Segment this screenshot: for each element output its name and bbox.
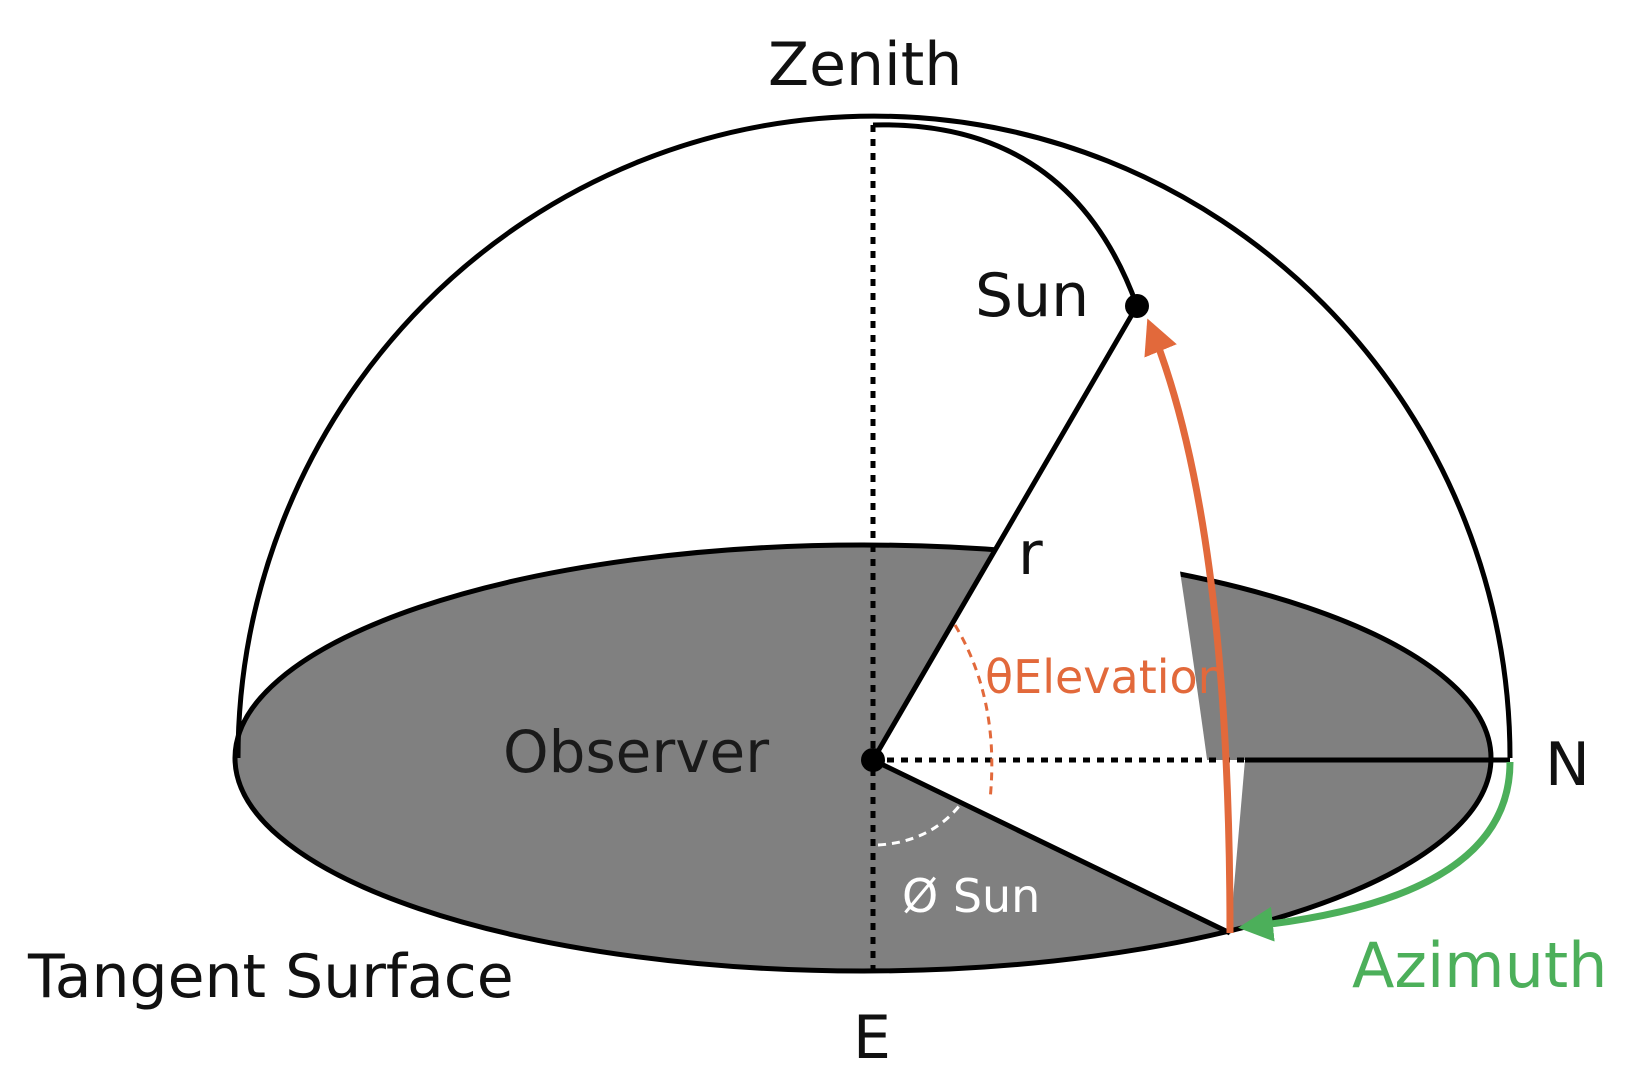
tangent-surface-label: Tangent Surface [27, 942, 514, 1012]
elevation-arrow [1144, 318, 1234, 934]
azimuth-ray-line [871, 757, 1232, 936]
elevation-label: θElevation [985, 650, 1227, 704]
sun-dot [1125, 294, 1149, 318]
north-label: N [1545, 730, 1590, 800]
zenith-label: Zenith [768, 30, 962, 100]
radius-line [870, 304, 1140, 762]
sun-azimuth-angle-label: Ø Sun [902, 869, 1040, 923]
azimuth-angle-mark [877, 804, 962, 847]
east-label: E [853, 1003, 891, 1073]
observer-label: Observer [503, 718, 769, 786]
sun-label: Sun [975, 261, 1089, 331]
hemisphere-dome [235, 113, 1513, 759]
azimuth-arrow [1238, 761, 1514, 942]
meridian-arc [872, 122, 1140, 307]
observer-dot [861, 748, 885, 772]
radius-label: r [1018, 519, 1043, 589]
elevation-angle-mark [953, 624, 994, 801]
azimuth-label: Azimuth [1352, 929, 1607, 1002]
